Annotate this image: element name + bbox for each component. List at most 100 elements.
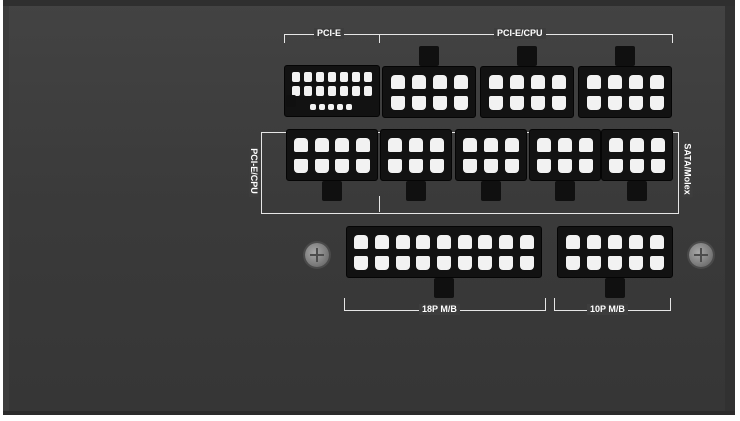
connector-pin xyxy=(335,137,350,152)
connector-pin xyxy=(478,234,493,249)
connector-pin xyxy=(292,72,300,82)
connector-pin xyxy=(530,95,545,110)
connector-pin xyxy=(411,95,426,110)
connector-pin xyxy=(457,234,472,249)
connector-pin xyxy=(519,255,534,270)
connector-pin xyxy=(355,137,370,152)
connector-pin xyxy=(364,86,372,96)
connector-pin xyxy=(628,74,643,89)
sata-molex-connector-4 xyxy=(601,129,673,181)
connector-pin xyxy=(650,137,665,152)
connector-pin xyxy=(630,158,644,173)
latch-tab xyxy=(419,46,439,66)
connector-pin xyxy=(630,137,644,152)
connector-pin xyxy=(310,104,316,110)
connector-pin xyxy=(453,95,468,110)
latch-tab xyxy=(434,278,454,298)
connector-pin xyxy=(355,158,370,173)
connector-pin xyxy=(314,158,329,173)
mb18-label: 18P M/B xyxy=(419,304,460,315)
connector-pin xyxy=(504,158,519,173)
connector-pin xyxy=(375,255,389,270)
connector-pin xyxy=(650,158,665,173)
connector-pin xyxy=(650,234,665,249)
connector-pin xyxy=(409,158,423,173)
connector-pin xyxy=(390,95,405,110)
connector-pin xyxy=(292,86,300,96)
screw-icon xyxy=(689,243,713,267)
connector-pin xyxy=(411,74,426,89)
connector-pin xyxy=(453,74,468,89)
connector-pin xyxy=(328,86,336,96)
connector-pin xyxy=(352,86,360,96)
latch-tab xyxy=(615,46,635,66)
pcie-cpu-connector-4 xyxy=(286,129,378,181)
pcie-top-label: PCI-E xyxy=(314,28,345,39)
connector-pin xyxy=(509,95,524,110)
connector-pin xyxy=(390,74,405,89)
connector-pin xyxy=(319,104,325,110)
screw-icon xyxy=(305,243,329,267)
connector-pin xyxy=(519,234,534,249)
connector-pin xyxy=(316,72,324,82)
connector-pin xyxy=(565,255,580,270)
connector-pin xyxy=(354,255,369,270)
connector-pin xyxy=(337,104,343,110)
connector-pin xyxy=(409,137,423,152)
connector-pin xyxy=(504,137,519,152)
connector-pin xyxy=(328,104,334,110)
connector-pin xyxy=(346,104,352,110)
connector-pin xyxy=(586,234,601,249)
connector-pin xyxy=(537,158,552,173)
connector-pin xyxy=(650,255,665,270)
connector-pin xyxy=(551,95,566,110)
connector-pin xyxy=(649,95,664,110)
connector-pin xyxy=(340,72,348,82)
sata-molex-connector-1 xyxy=(380,129,452,181)
pcie-cpu-connector-3 xyxy=(578,66,672,118)
sata-molex-connector-3 xyxy=(529,129,601,181)
connector-pin xyxy=(565,234,580,249)
pcie-cpu-left-label: PCI-E/CPU xyxy=(248,145,259,197)
connector-pin xyxy=(354,234,369,249)
connector-pin xyxy=(629,234,644,249)
sata-molex-connector-2 xyxy=(455,129,527,181)
connector-pin xyxy=(537,137,552,152)
psu-right-edge xyxy=(725,6,735,411)
connector-pin xyxy=(608,255,622,270)
connector-pin xyxy=(649,74,664,89)
connector-pin xyxy=(432,95,447,110)
sata-molex-label: SATA/Molex xyxy=(682,140,693,198)
connector-pin xyxy=(586,95,601,110)
connector-pin xyxy=(509,74,524,89)
connector-pin xyxy=(340,86,348,96)
latch-tab xyxy=(605,278,625,298)
connector-pin xyxy=(484,158,498,173)
latch-tab xyxy=(286,95,296,107)
connector-pin xyxy=(294,137,309,152)
connector-pin xyxy=(437,255,451,270)
connector-pin xyxy=(607,95,622,110)
latch-tab xyxy=(481,181,501,201)
connector-pin xyxy=(457,255,472,270)
connector-pin xyxy=(551,74,566,89)
connector-pin xyxy=(628,95,643,110)
pcie-cpu-connector-2 xyxy=(480,66,574,118)
connector-pin xyxy=(395,255,410,270)
latch-tab xyxy=(517,46,537,66)
pcie-cpu-connector-1 xyxy=(382,66,476,118)
connector-pin xyxy=(364,72,372,82)
connector-pin xyxy=(607,74,622,89)
connector-pin xyxy=(432,74,447,89)
connector-pin xyxy=(395,234,410,249)
connector-pin xyxy=(463,158,478,173)
connector-pin xyxy=(429,158,444,173)
connector-pin xyxy=(558,137,572,152)
connector-pin xyxy=(304,86,312,96)
connector-pin xyxy=(335,158,350,173)
mb18-connector xyxy=(346,226,542,278)
connector-pin xyxy=(484,137,498,152)
connector-pin xyxy=(609,158,624,173)
connector-pin xyxy=(352,72,360,82)
connector-pin xyxy=(609,137,624,152)
